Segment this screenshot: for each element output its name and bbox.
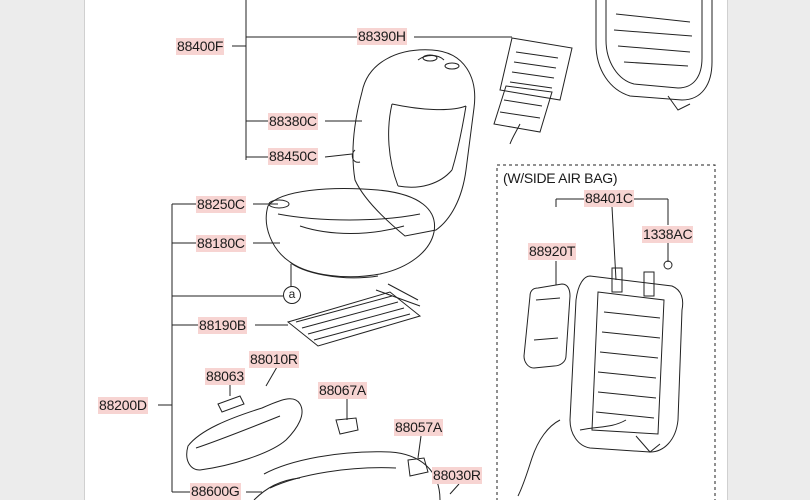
callout-88600G: 88600G [190, 483, 241, 500]
mount-bolt [663, 260, 673, 270]
callout-88010R: 88010R [249, 351, 299, 368]
seat-back-frame-airbag [569, 267, 684, 453]
seat-back-frame-top [595, 0, 713, 111]
callout-88401C: 88401C [584, 190, 634, 207]
callout-88250C: 88250C [196, 196, 246, 213]
callout-1338AC: 1338AC [642, 226, 694, 243]
callout-88200D: 88200D [98, 397, 148, 414]
airbag-wire-harness [517, 419, 627, 497]
callout-88063: 88063 [205, 368, 245, 385]
seat-back-cushion [351, 49, 476, 237]
callout-88380C: 88380C [268, 113, 318, 130]
parts-diagram-page [84, 0, 728, 500]
side-airbag-module [523, 283, 571, 369]
side-shield [186, 398, 303, 471]
callout-88180C: 88180C [196, 235, 246, 252]
callout-88920T: 88920T [528, 243, 577, 260]
reference-marker-a: a [283, 286, 301, 304]
brackets [217, 395, 429, 477]
callout-88390H: 88390H [357, 28, 407, 45]
callout-88057A: 88057A [394, 419, 444, 436]
side-airbag-box [496, 164, 716, 500]
callout-88450C: 88450C [268, 148, 318, 165]
callout-88400F: 88400F [176, 38, 225, 55]
cushion-heater-mat [286, 283, 422, 347]
callout-88190B: 88190B [198, 317, 248, 334]
callout-88067A: 88067A [318, 382, 368, 399]
callout-88030R: 88030R [432, 467, 482, 484]
side-airbag-caption: (W/SIDE AIR BAG) [503, 170, 618, 186]
seat-cushion [265, 188, 436, 279]
back-heater-mat [493, 37, 573, 145]
